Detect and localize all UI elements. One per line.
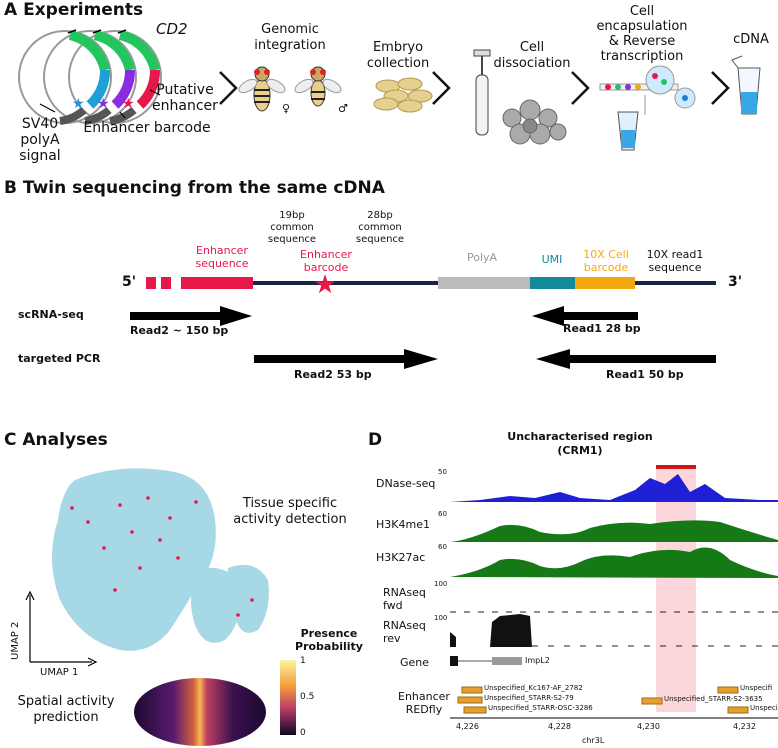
legend-title: Presence Probability bbox=[295, 627, 363, 653]
scrna-label: scRNA-seq bbox=[18, 308, 84, 321]
umap-axes bbox=[25, 590, 98, 667]
x-tick-label: 4,230 bbox=[637, 722, 660, 731]
construct-diagram: ★ bbox=[146, 270, 716, 300]
panel-a-graphic: ★ ★ ★ bbox=[18, 29, 761, 151]
legend-tick: 1 bbox=[300, 656, 306, 666]
umap-active-cells bbox=[70, 496, 254, 617]
svg-text:★: ★ bbox=[97, 96, 110, 112]
track-label: H3K4me1 bbox=[376, 518, 430, 531]
track-scale: 60 bbox=[438, 510, 447, 518]
track-label: RNAseq rev bbox=[383, 619, 426, 645]
read-arrows bbox=[130, 306, 716, 369]
enhancer-barcode-b-label: Enhancer barcode bbox=[300, 248, 352, 274]
redfly-bars bbox=[457, 686, 749, 714]
h3k4me1-track bbox=[450, 520, 778, 542]
cdna-tube-icon bbox=[731, 55, 761, 115]
polya-label: PolyA bbox=[466, 251, 498, 264]
track-label: H3K27ac bbox=[376, 551, 426, 564]
three-prime-label: 3' bbox=[728, 274, 743, 290]
legend-tick: 0.5 bbox=[300, 692, 315, 702]
track-scale: 100 bbox=[434, 614, 448, 622]
redfly-label: Unspecified_Kc167-AF_2782 bbox=[484, 684, 583, 692]
section-a-title: A Experiments bbox=[4, 0, 144, 20]
fly-female-icon bbox=[238, 66, 286, 112]
panel-d-title: Uncharacterised region (CRM1) bbox=[507, 430, 653, 457]
track-scale: 60 bbox=[438, 543, 447, 551]
barcode-star-icon: ★ bbox=[313, 270, 336, 300]
read2-150-label: Read2 ~ 150 bp bbox=[130, 324, 229, 337]
homogenizer-icon bbox=[473, 49, 491, 136]
section-b-title: B Twin sequencing from the same cDNA bbox=[4, 178, 385, 198]
common28-label: 28bp common sequence bbox=[355, 210, 405, 245]
enhancer-sequence-label: Enhancer sequence bbox=[195, 244, 249, 270]
panel-c-graphic bbox=[25, 468, 296, 746]
embryo-collection-label: Embryo collection bbox=[366, 40, 430, 71]
female-symbol: ♀ bbox=[282, 102, 291, 115]
gene-name: ImpL2 bbox=[525, 656, 550, 665]
embryos-icon bbox=[373, 77, 433, 113]
putative-enhancer-label: Putative enhancer bbox=[152, 82, 218, 114]
x-tick-label: 4,226 bbox=[456, 722, 479, 731]
section-c-title: C Analyses bbox=[4, 430, 108, 450]
dnase-track bbox=[450, 474, 778, 502]
umi-label: UMI bbox=[541, 253, 563, 266]
male-symbol: ♂ bbox=[338, 102, 348, 115]
cell-barcode-label: 10X Cell barcode bbox=[583, 248, 629, 274]
sv40-label: SV40 polyA signal bbox=[19, 116, 61, 164]
redfly-label: Unspecifi bbox=[740, 684, 773, 692]
gene-label: Gene bbox=[400, 656, 430, 669]
redfly-label: Unspeci bbox=[750, 704, 778, 712]
umap1-label: UMAP 1 bbox=[40, 667, 79, 678]
embryo-heatmap bbox=[134, 678, 266, 746]
tissue-specific-label: Tissue specific activity detection bbox=[233, 496, 347, 527]
panel-b-graphic: ★ bbox=[130, 270, 716, 369]
plasmid-icon: ★ ★ ★ bbox=[18, 29, 162, 125]
common19-label: 19bp common sequence bbox=[267, 210, 317, 245]
x-tick-label: 4,228 bbox=[548, 722, 571, 731]
targeted-pcr-label: targeted PCR bbox=[18, 352, 101, 365]
track-label: RNAseq fwd bbox=[383, 586, 426, 612]
redfly-label: Unspecified_STARR-S2-79 bbox=[484, 694, 574, 702]
track-scale: 100 bbox=[434, 580, 448, 588]
rnaseq-rev-track bbox=[450, 614, 532, 647]
enhancer-barcode-label: Enhancer barcode bbox=[83, 120, 211, 136]
h3k27ac-track bbox=[450, 547, 778, 578]
redfly-label: Unspecified_STARR-OSC-3286 bbox=[488, 704, 593, 712]
umap2-label: UMAP 2 bbox=[10, 621, 21, 660]
legend-tick: 0 bbox=[300, 728, 306, 738]
read1-50-label: Read1 50 bp bbox=[606, 368, 684, 381]
cell-dissociation-label: Cell dissociation bbox=[493, 40, 571, 71]
read1-28-label: Read1 28 bp bbox=[563, 322, 641, 335]
x-tick-label: 4,232 bbox=[733, 722, 756, 731]
chromosome-label: chr3L bbox=[582, 736, 605, 745]
microfluidics-icon bbox=[599, 65, 696, 151]
fly-male-icon bbox=[294, 66, 342, 107]
panel-d-graphic bbox=[450, 465, 778, 719]
svg-text:★: ★ bbox=[72, 96, 85, 112]
track-scale: 50 bbox=[438, 468, 447, 476]
section-d-title: D bbox=[368, 430, 383, 450]
read2-53-label: Read2 53 bp bbox=[294, 368, 372, 381]
five-prime-label: 5' bbox=[122, 274, 137, 290]
enhancer-redfly-label: Enhancer REDfly bbox=[398, 690, 450, 716]
chevron-right-icon bbox=[219, 71, 730, 105]
redfly-label: Unspecified_STARR-S2-3635 bbox=[664, 695, 763, 703]
svg-text:★: ★ bbox=[122, 96, 135, 112]
cell-encapsulation-label: Cell encapsulation & Reverse transcripti… bbox=[596, 4, 688, 64]
track-label: DNase-seq bbox=[376, 477, 436, 490]
cd2-label: CD2 bbox=[156, 20, 188, 38]
genomic-integration-label: Genomic integration bbox=[254, 22, 326, 53]
highlight-region bbox=[656, 468, 696, 712]
spatial-label: Spatial activity prediction bbox=[17, 694, 115, 725]
cells-icon bbox=[502, 99, 567, 145]
probability-colorbar bbox=[280, 660, 296, 735]
read1-sequence-label: 10X read1 sequence bbox=[646, 248, 704, 274]
cdna-label: cDNA bbox=[733, 32, 769, 47]
